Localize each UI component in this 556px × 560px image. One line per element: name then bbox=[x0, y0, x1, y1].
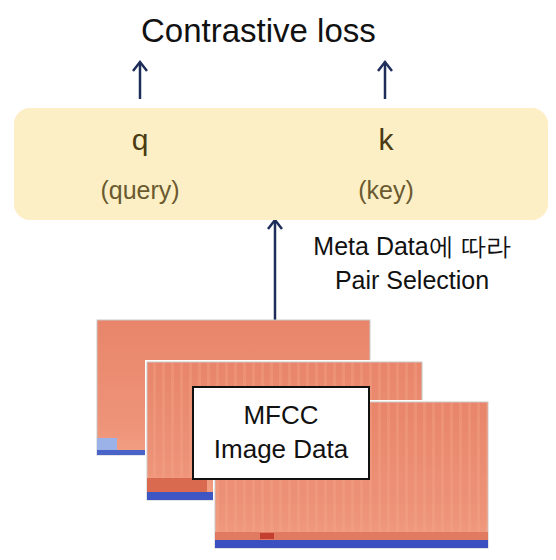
query-node: q (query) bbox=[20, 112, 260, 216]
node-text: MFCC Image Data bbox=[211, 399, 351, 467]
node-text: (key) bbox=[358, 176, 414, 205]
node-text: k bbox=[379, 123, 394, 158]
loss-label: Contrastive loss bbox=[135, 12, 382, 50]
data-box: MFCC Image Data bbox=[192, 386, 370, 480]
node-text: q bbox=[132, 123, 149, 158]
edge-label: Meta Data에 따라 Pair Selection bbox=[292, 230, 532, 298]
node-text: Contrastive loss bbox=[141, 12, 376, 50]
node-text: (query) bbox=[100, 176, 179, 205]
key-node: k (key) bbox=[270, 112, 502, 216]
connector-arrow bbox=[378, 62, 392, 99]
connector-arrow bbox=[133, 62, 147, 99]
encoder-band bbox=[14, 108, 548, 220]
